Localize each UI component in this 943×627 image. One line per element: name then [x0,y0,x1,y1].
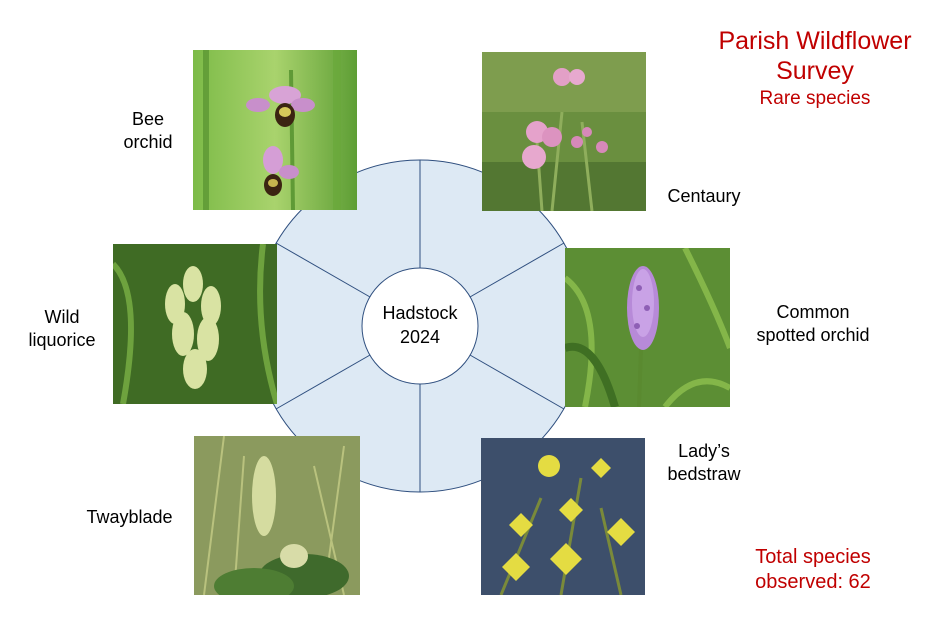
total-line-2: observed: 62 [755,571,871,593]
species-label-centaury: Centaury [667,186,741,206]
bee-orchid-photo [193,50,357,210]
spoke-2 [462,242,565,302]
title-line-2: Survey [776,57,854,85]
center-hub [361,267,479,385]
total-line-1: Total species [755,546,871,568]
center-line-2: 2024 [400,327,440,347]
common-spotted-orchid-photo [565,248,730,407]
species-label-common-spotted-orchid: Common spotted orchid [756,302,870,345]
total-species-note: Total species observed: 62 [730,545,896,595]
ladys-bedstraw-photo [481,438,645,595]
twayblade-photo [194,436,360,595]
centaury-photo [482,52,646,211]
species-label-ladys-bedstraw: Lady’s bedstraw [667,441,741,484]
center-line-1: Hadstock [382,303,458,323]
wild-liquorice-photo [113,244,277,404]
title-line-1: Parish Wildflower [718,27,912,55]
subtitle: Rare species [759,88,871,109]
species-label-bee-orchid: Bee orchid [123,109,173,152]
survey-title: Parish Wildflower Survey Rare species [690,26,940,111]
species-label-twayblade: Twayblade [86,507,173,527]
species-label-wild-liquorice: Wild liquorice [28,307,96,350]
spoke-5 [275,350,378,410]
spoke-3 [462,350,565,410]
spoke-6 [275,242,378,302]
